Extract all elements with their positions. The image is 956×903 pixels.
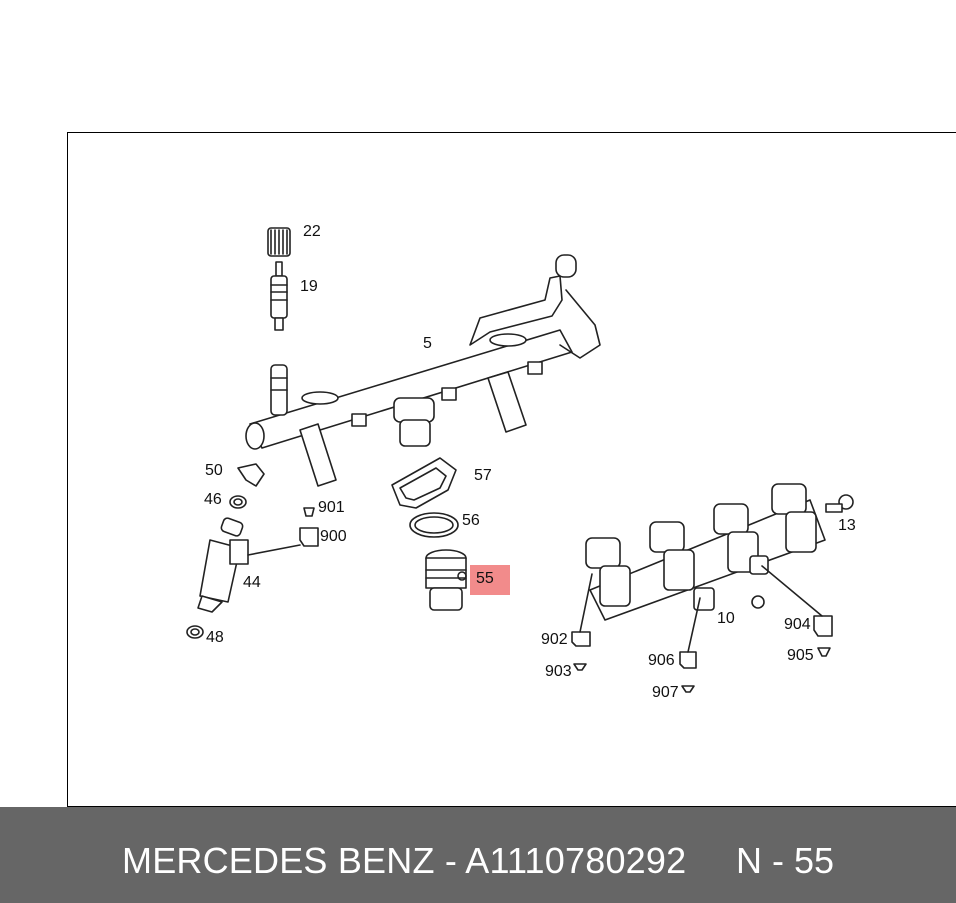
retainer-part-57 xyxy=(391,457,457,509)
connector-part-906 xyxy=(679,597,701,669)
connector-part-900 xyxy=(299,527,319,547)
callout-10: 10 xyxy=(717,610,735,627)
connector-part-904 xyxy=(761,565,833,637)
connector-part-905 xyxy=(817,647,831,657)
callout-900: 900 xyxy=(320,528,347,545)
connector-part-902 xyxy=(571,573,593,647)
callout-44: 44 xyxy=(243,574,261,591)
callout-19: 19 xyxy=(300,278,318,295)
cap-part-22 xyxy=(267,227,291,257)
callout-903: 903 xyxy=(545,663,572,680)
injector-part-44 xyxy=(197,517,301,613)
callout-904: 904 xyxy=(784,616,811,633)
callout-907: 907 xyxy=(652,684,679,701)
fuel-rail-part-5 xyxy=(245,254,601,487)
clip-part-50 xyxy=(237,463,265,487)
footer-position-code: N - 55 xyxy=(736,840,835,881)
callout-56: 56 xyxy=(462,512,480,529)
callout-906: 906 xyxy=(648,652,675,669)
ring-part-56 xyxy=(409,512,459,538)
callout-901: 901 xyxy=(318,499,345,516)
callout-57: 57 xyxy=(474,467,492,484)
connector-part-901 xyxy=(303,507,315,517)
callout-55: 55 xyxy=(476,570,494,587)
connector-part-903 xyxy=(573,663,587,671)
seal-part-48 xyxy=(186,625,204,639)
parts-drawing xyxy=(186,227,854,693)
connector-part-907 xyxy=(681,685,695,693)
diagram-frame xyxy=(67,132,956,807)
footer-bar xyxy=(0,807,956,903)
callout-905: 905 xyxy=(787,647,814,664)
injector-assembly-part-10 xyxy=(585,483,826,621)
callout-22: 22 xyxy=(303,223,321,240)
callout-902: 902 xyxy=(541,631,568,648)
callout-48: 48 xyxy=(206,629,224,646)
callout-50: 50 xyxy=(205,462,223,479)
callout-13: 13 xyxy=(838,517,856,534)
footer-part-number: MERCEDES BENZ - A1110780292 xyxy=(122,840,687,881)
callout-46: 46 xyxy=(204,491,222,508)
regulator-part-55 xyxy=(425,549,467,611)
seal-part-46 xyxy=(229,495,247,509)
callout-5: 5 xyxy=(423,335,432,352)
bolt-part-13 xyxy=(825,494,854,513)
highlight-marker-55 xyxy=(470,565,510,595)
valve-part-19 xyxy=(270,261,288,331)
